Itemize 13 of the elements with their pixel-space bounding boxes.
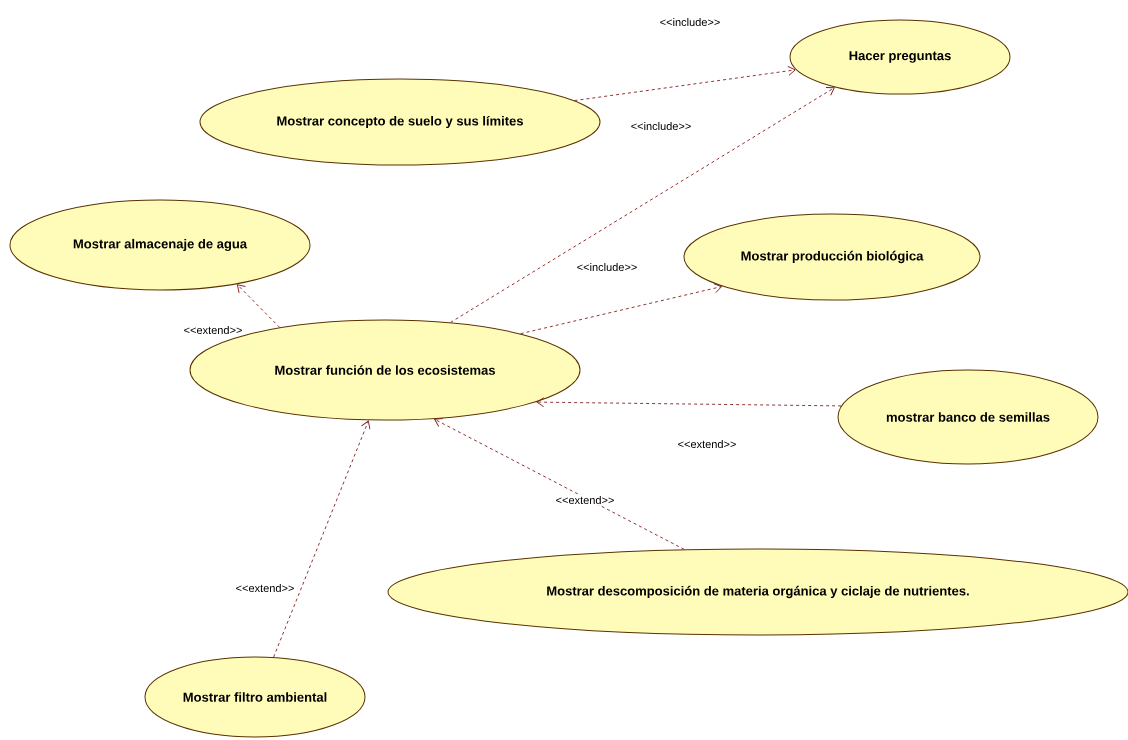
dependency-arrow	[520, 283, 723, 335]
edge-label: <<include>>	[658, 16, 722, 28]
dependency-arrow	[273, 420, 371, 658]
dependency-arrow	[450, 87, 835, 323]
dependency-arrow	[536, 397, 842, 408]
edge-label: <<extend>>	[676, 438, 738, 450]
edge-label: <<include>>	[629, 120, 693, 132]
edge-label: <<extend>>	[234, 582, 296, 594]
edge-label: <<extend>>	[554, 494, 616, 506]
dependency-arrow	[574, 65, 796, 102]
dependency-arrow	[236, 284, 281, 328]
edge-label: <<include>>	[575, 261, 639, 273]
dependency-arrow	[434, 418, 685, 550]
